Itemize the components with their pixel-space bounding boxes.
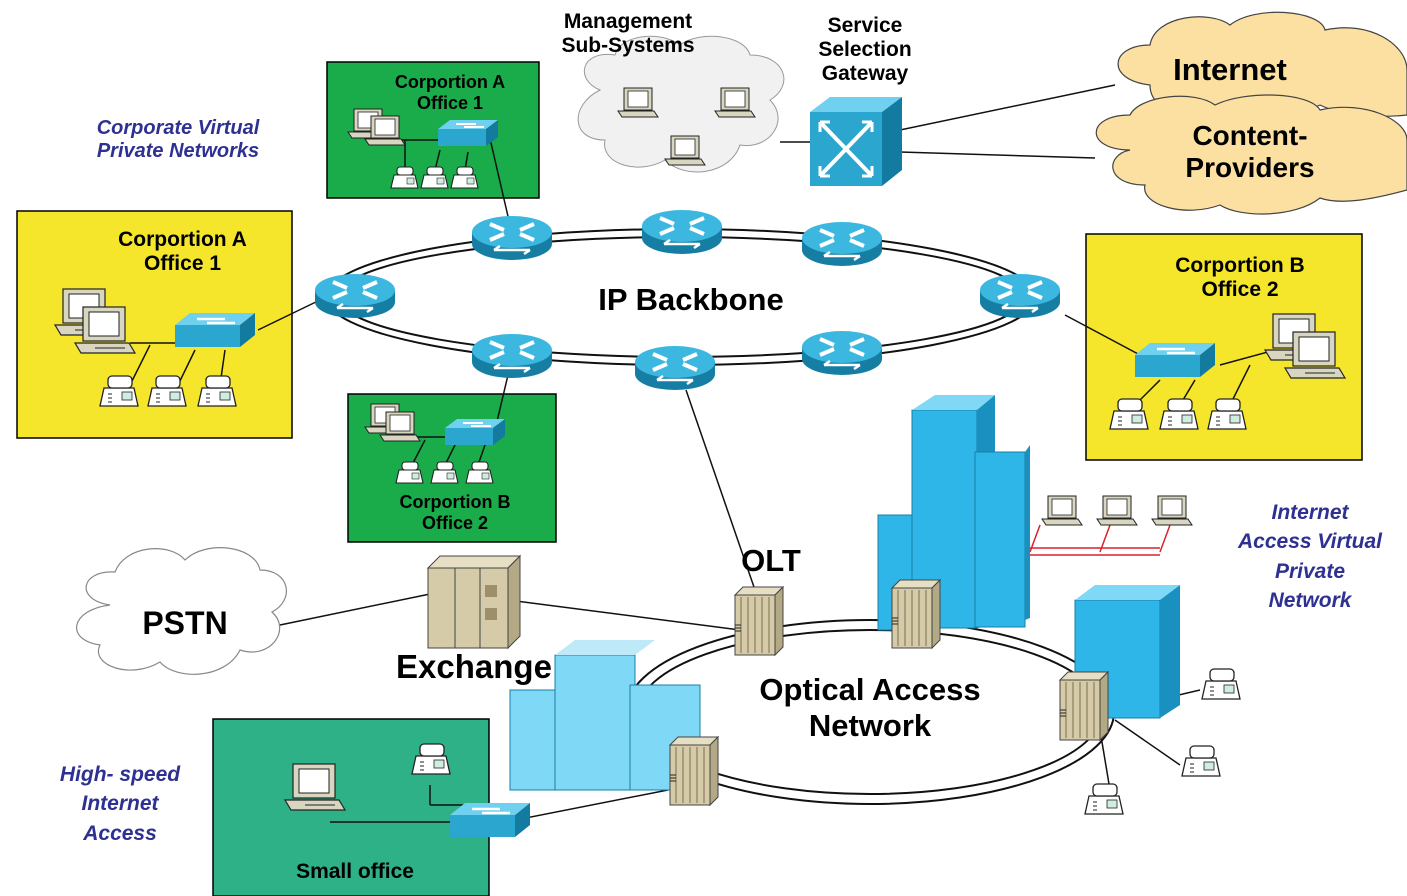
- content-providers-label: Content- Providers: [1185, 120, 1315, 184]
- backbone-router-2: [640, 208, 724, 256]
- onu-rack-right: [1059, 671, 1109, 741]
- corp-b-right-switch: [1133, 341, 1217, 379]
- ip-backbone-label: IP Backbone: [598, 282, 784, 317]
- optical-phone-2: [1181, 745, 1221, 777]
- backbone-router-8: [800, 329, 884, 377]
- backbone-router-3: [800, 220, 884, 268]
- olt-rack: [734, 586, 784, 656]
- vpn-pc-1: [1041, 495, 1083, 526]
- internet-label: Internet: [1173, 52, 1287, 87]
- corp-a-left-switch: [173, 311, 257, 349]
- optical-phone-3: [1084, 783, 1124, 815]
- backbone-router-6: [470, 332, 554, 380]
- onu-rack-building: [891, 579, 941, 649]
- internet-access-vpn-label: Internet Access Virtual Private Network: [1238, 501, 1382, 613]
- mgmt-pc-1: [617, 87, 659, 118]
- onu-rack-left: [669, 736, 719, 806]
- corp-a-top-pc-2: [364, 115, 406, 146]
- backbone-router-5: [978, 272, 1062, 320]
- backbone-router-1: [470, 214, 554, 262]
- backbone-router-4: [313, 272, 397, 320]
- mgmt-pc-2: [714, 87, 756, 118]
- corp-a-office-top-label: Corportion A Office 1: [394, 72, 506, 113]
- mgmt-pc-3: [664, 135, 706, 166]
- management-cloud: [577, 35, 785, 173]
- corp-a-top-switch: [437, 119, 499, 147]
- management-label: Management Sub-Systems: [561, 10, 695, 58]
- corp-a-office-left-label: Corportion A Office 1: [118, 228, 247, 276]
- corp-b-mid-pc-2: [379, 411, 421, 442]
- corporate-vpn-label: Corporate Virtual Private Networks: [96, 117, 260, 162]
- exchange-label: Exchange: [396, 648, 552, 685]
- small-office-label: Small office: [296, 860, 414, 883]
- pstn-label: PSTN: [142, 605, 228, 641]
- pstn-cloud: [76, 547, 287, 675]
- olt-label: OLT: [741, 543, 801, 578]
- corp-b-office-right-label: Corportion B Office 2: [1175, 254, 1305, 302]
- vpn-pc-3: [1151, 495, 1193, 526]
- ssg-label: Service Selection Gateway: [818, 14, 912, 86]
- exchange-device: [426, 554, 522, 650]
- corp-b-mid-switch: [444, 418, 506, 446]
- ssg-device: [810, 97, 902, 186]
- optical-phone-1: [1201, 668, 1241, 700]
- optical-access-label: Optical Access Network: [759, 672, 981, 743]
- high-speed-label: High- speed Internet Access: [59, 763, 181, 845]
- corp-b-office-mid-label: Corportion B Office 2: [399, 492, 511, 533]
- small-office-switch: [448, 801, 532, 839]
- vpn-pc-2: [1096, 495, 1138, 526]
- backbone-router-7: [633, 344, 717, 392]
